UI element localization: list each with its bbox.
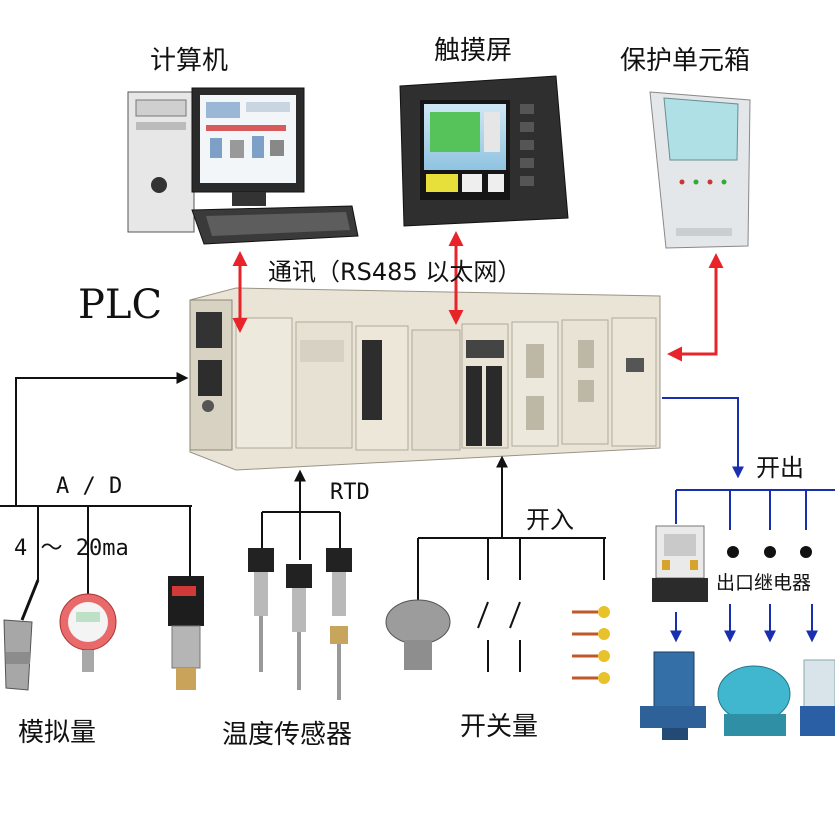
rtd-label: RTD bbox=[330, 480, 370, 505]
proximity-sensor-image bbox=[3, 579, 40, 691]
pump-image bbox=[640, 651, 706, 740]
ad-label: A / D bbox=[56, 474, 123, 499]
comm-label: 通讯（RS485 以太网） bbox=[268, 258, 522, 286]
plc-label: PLC bbox=[78, 282, 163, 328]
pressure-gauge-image bbox=[59, 593, 117, 672]
temperature-caption: 温度传感器 bbox=[222, 720, 353, 750]
touchscreen-label: 触摸屏 bbox=[434, 36, 513, 66]
protection-box-image bbox=[649, 91, 751, 249]
switch-caption: 开关量 bbox=[460, 712, 539, 742]
pressure-transmitter-image bbox=[168, 576, 204, 690]
plc-rack-image bbox=[189, 287, 661, 471]
computer-label: 计算机 bbox=[150, 46, 229, 76]
switch-wiring bbox=[417, 455, 606, 672]
float-switch-image bbox=[385, 599, 451, 670]
rtd-sensors-image bbox=[248, 548, 352, 700]
touchscreen-image bbox=[399, 75, 569, 227]
range-label: 4 ～ 20ma bbox=[14, 536, 129, 561]
switch-input-label: 开入 bbox=[526, 506, 574, 534]
analog-caption: 模拟量 bbox=[18, 718, 97, 748]
relay-image bbox=[652, 525, 708, 602]
hydraulic-unit-image bbox=[800, 659, 835, 736]
analog-wiring bbox=[0, 372, 192, 594]
output-label: 开出 bbox=[756, 454, 804, 482]
relay-dots bbox=[727, 546, 812, 558]
output-wiring bbox=[662, 397, 835, 643]
computer-image bbox=[127, 87, 359, 245]
protection-box-label: 保护单元箱 bbox=[620, 46, 751, 76]
comm-arrow-protection bbox=[667, 253, 724, 362]
comm-arrows bbox=[232, 231, 724, 362]
rtd-wiring bbox=[261, 469, 341, 560]
relay-label: 出口继电器 bbox=[716, 572, 812, 594]
fan-image bbox=[717, 665, 791, 736]
level-switch-image bbox=[572, 606, 610, 684]
